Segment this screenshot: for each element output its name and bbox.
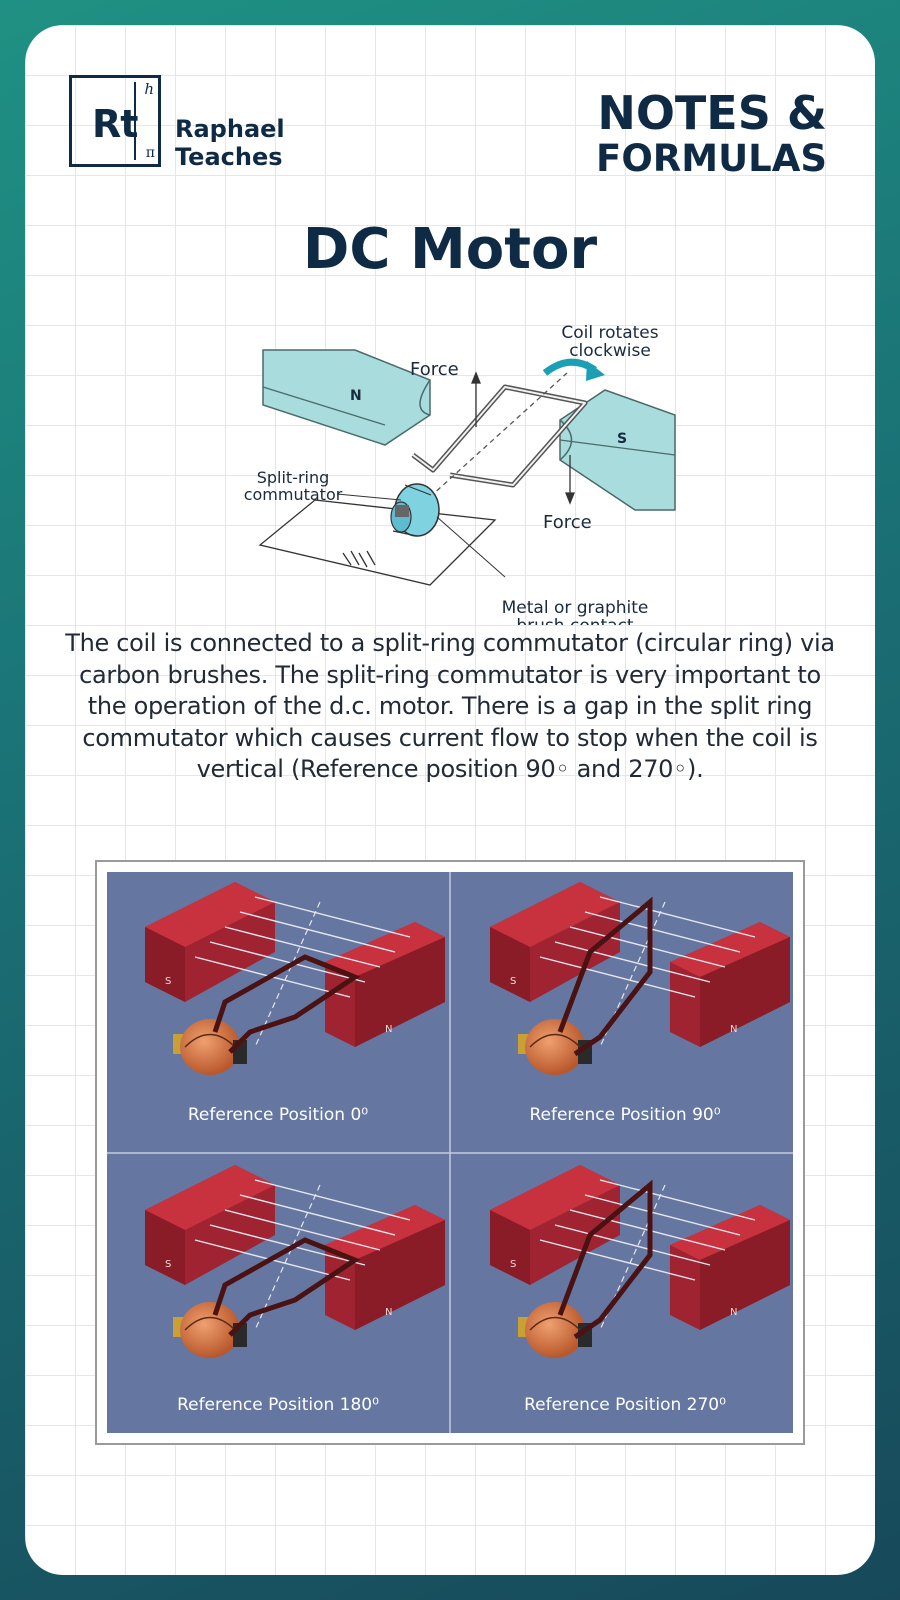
magnet-n-label: N — [730, 1024, 737, 1035]
position-90-scene: S N — [489, 881, 791, 1076]
position-0-label: Reference Position 0⁰ — [188, 1105, 368, 1125]
magnet-n-label: N — [730, 1307, 737, 1318]
force-arrow-up — [471, 371, 481, 427]
magnet-s-label: S — [165, 1259, 171, 1270]
magnet-n-label: N — [350, 388, 362, 404]
brand-name-line2: Teaches — [175, 143, 283, 171]
magnet-s-label: S — [165, 976, 171, 987]
logo-pi-symbol: π — [145, 145, 155, 161]
commutator-pointer — [336, 493, 402, 501]
position-270-label: Reference Position 270⁰ — [524, 1395, 726, 1415]
rotating-coil — [411, 384, 588, 488]
position-0-scene: S N — [144, 881, 446, 1076]
commutator-label-line2: commutator — [244, 485, 343, 504]
brush-pointer — [436, 516, 506, 578]
magnet-s-label: S — [510, 976, 516, 987]
split-ring-commutator — [390, 483, 440, 537]
rotation-label-line1: Coil rotates — [561, 323, 658, 343]
magnet-n-label: N — [385, 1024, 392, 1035]
logo-h-symbol: h — [144, 80, 154, 98]
logo-divider — [134, 82, 136, 160]
notes-line: NOTES & — [597, 86, 827, 140]
notes-formulas-heading: NOTES & FORMULAS — [596, 87, 827, 179]
brush-label-line2: brush contact — [516, 616, 634, 625]
magnet-s-label: S — [617, 431, 627, 447]
formulas-line: FORMULAS — [596, 137, 827, 180]
brush-contact — [395, 505, 409, 517]
brand-name: Raphael Teaches — [175, 115, 285, 171]
brush-label-line1: Metal or graphite — [502, 598, 649, 618]
rotation-label-line2: clockwise — [569, 341, 651, 361]
circuit-wire — [258, 499, 497, 586]
position-180-label: Reference Position 180⁰ — [177, 1395, 379, 1415]
logo-letters: Rt — [92, 102, 138, 146]
magnet-n-label: N — [385, 1307, 392, 1318]
page-title: DC Motor — [302, 217, 598, 282]
force-label-top: Force — [410, 359, 459, 380]
battery-symbol — [342, 550, 376, 568]
magnet-s — [559, 389, 676, 511]
magnet-s-label: S — [510, 1259, 516, 1270]
force-arrow-down — [565, 455, 575, 505]
reference-positions-panel: S N Reference Position 0⁰ S N Reference … — [95, 860, 805, 1445]
brand-name-line1: Raphael — [175, 115, 285, 143]
rotation-arrowhead-icon — [586, 361, 605, 381]
position-180-scene: S N — [144, 1164, 446, 1359]
description-paragraph: The coil is connected to a split-ring co… — [65, 629, 835, 783]
notes-card: Rt h π Raphael Teaches NOTES & FORMULAS … — [25, 25, 875, 1575]
position-90-label: Reference Position 90⁰ — [529, 1105, 720, 1125]
dc-motor-diagram: Force Coil rotates clockwise N S Split-r… — [244, 323, 676, 625]
logo-mark: Rt h π — [69, 75, 161, 167]
position-270-scene: S N — [489, 1164, 791, 1359]
magnet-n — [262, 349, 431, 446]
commutator-label-line1: Split-ring — [257, 468, 330, 487]
force-label-bottom: Force — [543, 512, 592, 533]
